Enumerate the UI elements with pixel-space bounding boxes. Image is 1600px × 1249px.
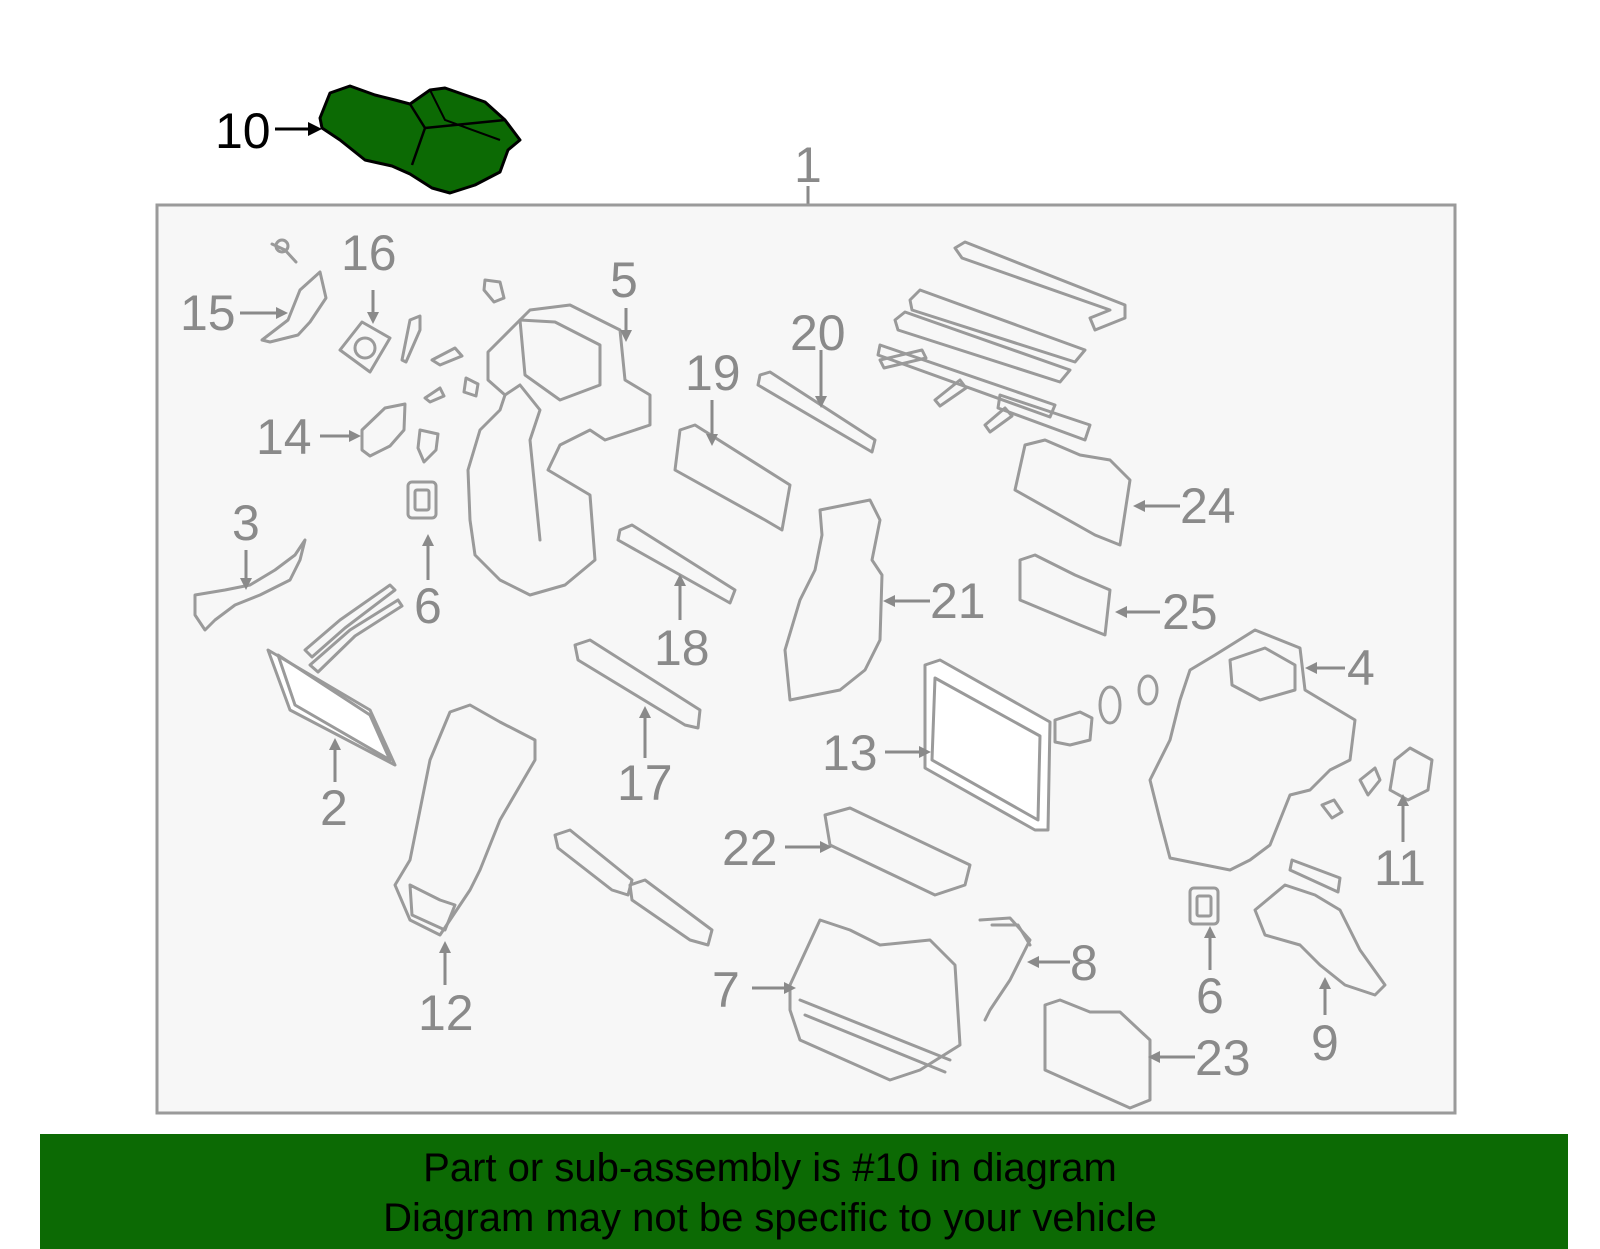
- leader-lines: [240, 290, 1409, 1063]
- part-shapes: [193, 238, 1434, 1110]
- callout-1: 1: [794, 137, 822, 193]
- hvac-parts-diagram: 10 1: [155, 84, 1457, 1115]
- callout-15: 15: [180, 285, 236, 341]
- arrow-10: [308, 122, 322, 136]
- assembly-frame: [155, 203, 1457, 1115]
- callout-2: 2: [320, 780, 348, 836]
- callout-9: 9: [1311, 1015, 1339, 1071]
- banner-line-part-number: Part or sub-assembly is #10 in diagram: [423, 1146, 1117, 1190]
- callout-6-left: 6: [414, 578, 442, 634]
- callout-11: 12: [418, 985, 474, 1041]
- callout-24: 25: [1162, 584, 1218, 640]
- callout-19: 19: [685, 345, 741, 401]
- callout-13: 11: [1374, 840, 1426, 896]
- callout-23: 24: [1180, 478, 1236, 534]
- highlighted-part-10[interactable]: [318, 84, 522, 195]
- banner-line-disclaimer: Diagram may not be specific to your vehi…: [383, 1196, 1157, 1240]
- callout-25: 23: [1195, 1030, 1251, 1086]
- callout-7: 7: [712, 962, 740, 1018]
- callout-16: 16: [341, 225, 397, 281]
- callout-3: 3: [232, 495, 260, 551]
- callout-18: 18: [654, 620, 710, 676]
- callout-22: 22: [722, 820, 778, 876]
- callout-6-right: 6: [1196, 968, 1224, 1024]
- callout-8: 8: [1070, 935, 1098, 991]
- callout-17: 17: [617, 755, 673, 811]
- callout-20: 20: [790, 305, 846, 361]
- callout-12: 13: [822, 725, 878, 781]
- callout-4: 4: [1347, 640, 1375, 696]
- info-banner: Part or sub-assembly is #10 in diagram D…: [40, 1134, 1568, 1249]
- callout-10: 10: [215, 103, 271, 159]
- callout-5: 5: [610, 252, 638, 308]
- callout-labels: 15 16 5 14 3 6 2 12 17 18 19 20 21 24 25…: [180, 225, 1426, 1086]
- callout-14: 14: [256, 409, 312, 465]
- callout-21: 21: [930, 573, 986, 629]
